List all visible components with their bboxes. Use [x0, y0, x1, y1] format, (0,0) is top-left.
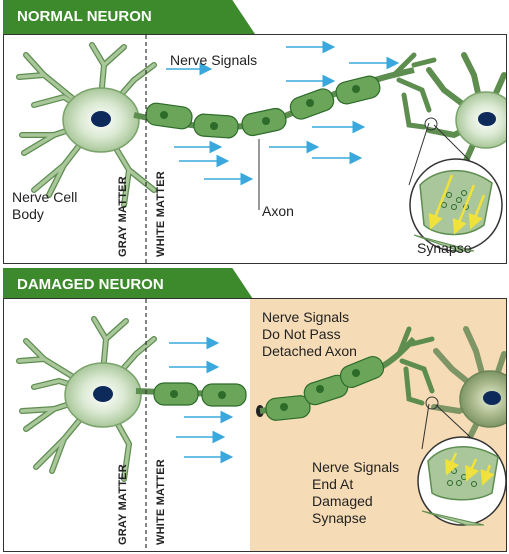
damaged-neuron-illustration	[16, 299, 506, 551]
damaged-signals-label-line1: Nerve Signals	[262, 309, 350, 325]
damaged-synapse-label-line3: Damaged	[312, 493, 373, 509]
axon-label: Axon	[262, 203, 294, 219]
nerve-signal-arrows	[169, 336, 234, 464]
target-nucleus	[483, 391, 501, 405]
distal-myelin	[265, 355, 385, 421]
damaged-synapse-label-line4: Synapse	[312, 510, 367, 526]
nerve-cell-body-label-line2: Body	[12, 206, 44, 222]
damaged-signals-label-line3: Detached Axon	[262, 343, 357, 359]
damaged-synapse-label-line2: End At	[312, 476, 354, 492]
target-nucleus	[478, 112, 496, 126]
white-matter-label: WHITE MATTER	[155, 459, 167, 545]
synapse-zoom	[409, 158, 503, 252]
damaged-neuron-panel: Nerve Signals Do Not Pass Detached Axon …	[3, 298, 507, 552]
nerve-signals-label: Nerve Signals	[170, 52, 258, 68]
target-cell-body	[459, 370, 506, 428]
axon-terminals	[391, 52, 437, 130]
normal-neuron-title: NORMAL NEURON	[3, 0, 255, 34]
cell-body-dendrites-fill	[17, 43, 156, 207]
nerve-signal-arrows	[166, 40, 400, 186]
nerve-cell-body-label-line1: Nerve Cell	[12, 189, 78, 205]
damaged-synapse-zoom	[417, 436, 506, 526]
damaged-synapse-label-line1: Nerve Signals	[312, 459, 400, 475]
normal-neuron-illustration	[16, 35, 506, 263]
nucleus	[93, 386, 113, 402]
axon-terminals	[396, 326, 435, 406]
myelin-nodes	[160, 85, 360, 130]
damaged-neuron-title: DAMAGED NEURON	[3, 268, 255, 302]
synapse-label: Synapse	[417, 240, 472, 256]
gray-matter-label: GRAY MATTER	[117, 464, 129, 545]
white-matter-label: WHITE MATTER	[155, 171, 167, 257]
gray-matter-label: GRAY MATTER	[117, 176, 129, 257]
damaged-signals-label-line2: Do Not Pass	[262, 326, 341, 342]
myelin-sheath	[145, 75, 381, 139]
normal-neuron-panel: Nerve Signals Nerve Cell Body Axon Synap…	[3, 34, 507, 264]
nucleus	[91, 111, 111, 127]
